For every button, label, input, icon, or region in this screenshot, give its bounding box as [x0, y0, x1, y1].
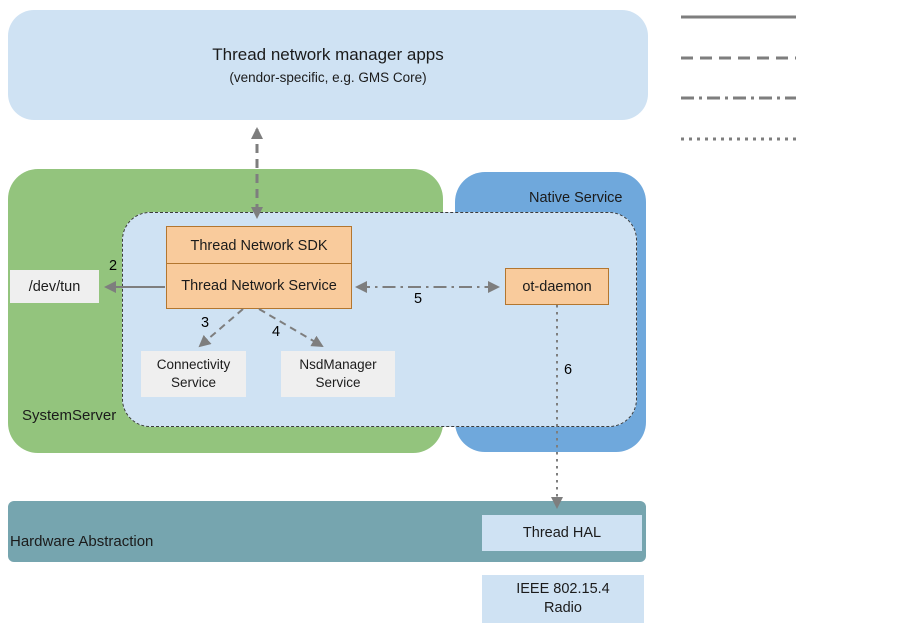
hardware-abstraction-label: Hardware Abstraction [10, 533, 154, 550]
ieee-radio-label-line1: IEEE 802.15.4 [516, 581, 610, 598]
ieee-radio-label-line2: Radio [544, 600, 582, 616]
thread-manager-apps-box: Thread network manager apps (vendor-spec… [8, 10, 648, 120]
ot-daemon-box: ot-daemon [505, 268, 609, 305]
thread-hal-box: Thread HAL [482, 515, 642, 551]
connectivity-service-label-line2: Service [170, 375, 216, 390]
edge-label-2: 2 [109, 258, 118, 274]
edge-label-6: 6 [564, 362, 573, 378]
thread-network-service-box: Thread Network Service [166, 263, 352, 309]
connectivity-service-box: Connectivity Service [141, 351, 246, 397]
system-server-label: SystemServer [22, 407, 117, 424]
native-service-label: Native Service [529, 190, 623, 206]
thread-network-sdk-box: Thread Network SDK [166, 226, 352, 265]
nsd-manager-service-box: NsdManager Service [281, 351, 395, 397]
edge-label-5: 5 [414, 291, 423, 307]
thread-manager-apps-subtitle: (vendor-specific, e.g. GMS Core) [229, 70, 427, 85]
edge-label-3: 3 [201, 315, 210, 331]
thread-manager-apps-title: Thread network manager apps [212, 45, 444, 64]
nsd-manager-label-line1: NsdManager [299, 357, 377, 373]
connectivity-service-label-line1: Connectivity [156, 357, 231, 373]
ieee-radio-box: IEEE 802.15.4 Radio [482, 575, 644, 623]
nsd-manager-label-line2: Service [315, 375, 361, 390]
dev-tun-box: /dev/tun [10, 270, 99, 303]
edge-label-4: 4 [272, 324, 281, 340]
